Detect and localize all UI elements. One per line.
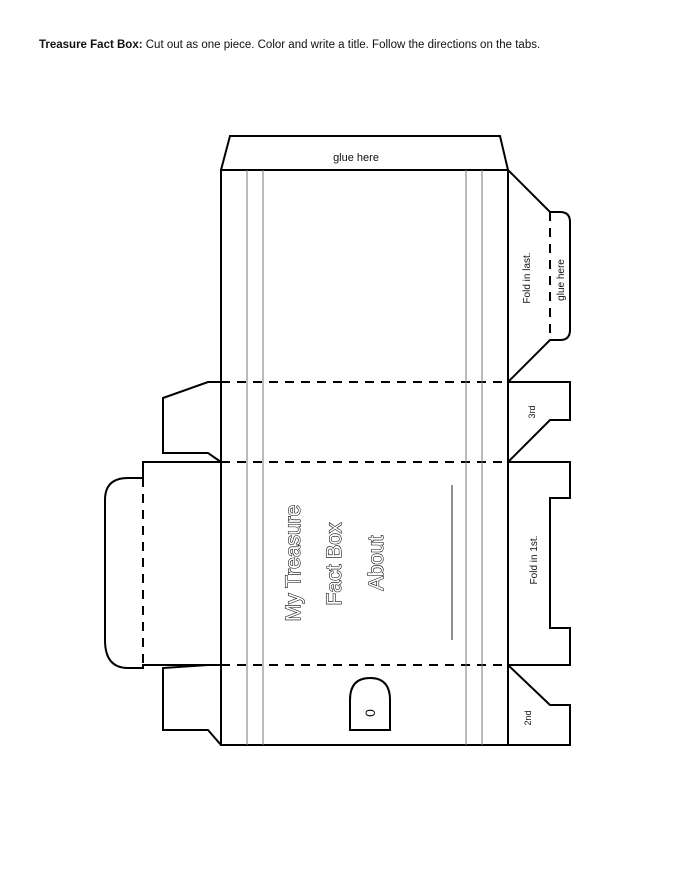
- lock-tab-letter: 0: [362, 709, 378, 717]
- tab-second-label: 2nd: [523, 710, 533, 725]
- right-tab-third-outline: [507, 381, 571, 463]
- right-top-tab-outline: [507, 169, 571, 383]
- cover-title-line3: About: [365, 535, 388, 590]
- lock-tab-outline: [349, 676, 391, 731]
- header-instructions: Cut out as one piece. Color and write a …: [145, 39, 541, 51]
- tab-last-label: Fold in last.: [522, 252, 533, 303]
- right-tab-first-outline: [508, 461, 571, 666]
- top-glue-flap-outline: [220, 135, 509, 171]
- right-tab-second-outline: [507, 664, 571, 746]
- cover-title-line2: Fact Box: [323, 522, 346, 605]
- glue-top-label: glue here: [333, 152, 379, 164]
- left-big-flap-outline: [104, 461, 221, 669]
- header-title: Treasure Fact Box:: [39, 39, 143, 51]
- tab-third-label: 3rd: [527, 405, 537, 418]
- main-panel-outline: [220, 169, 509, 746]
- glue-side-label: glue here: [556, 259, 567, 301]
- left-lower-tab-outline: [162, 664, 222, 746]
- cover-title-line1: My Treasure: [282, 505, 305, 622]
- page-header: Treasure Fact Box: Cut out as one piece.…: [39, 39, 540, 51]
- left-upper-tab-outline: [162, 381, 222, 463]
- tab-first-label: Fold in 1st.: [529, 536, 540, 585]
